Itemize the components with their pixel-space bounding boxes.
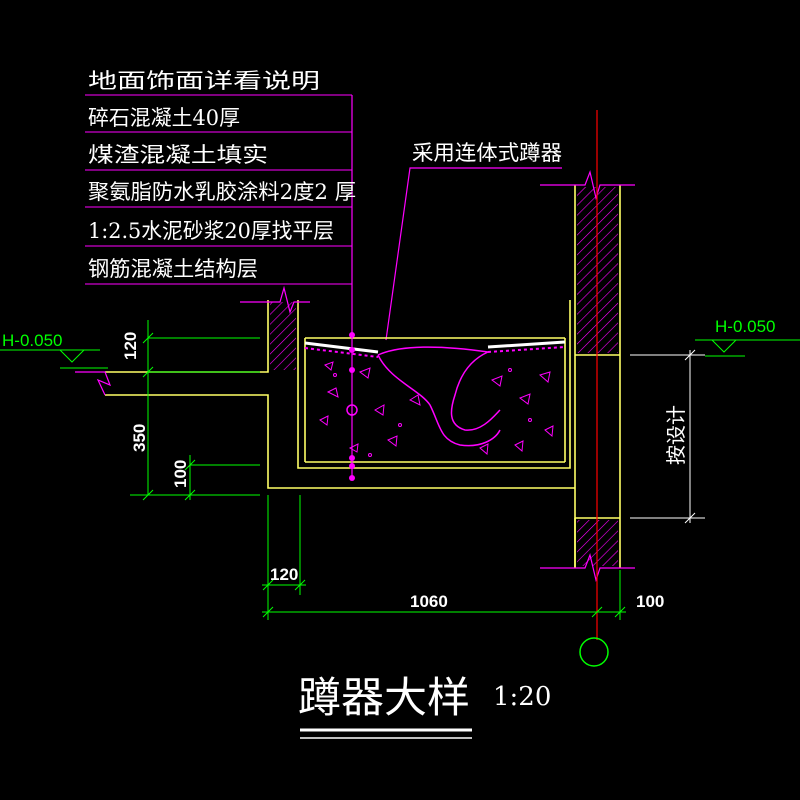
rubble-2 (358, 367, 371, 379)
tick-9 (591, 606, 603, 618)
break-lines (75, 169, 635, 583)
rubble-13 (514, 440, 524, 453)
elevation-left: H-0.050 (2, 331, 62, 350)
tick-4 (184, 459, 196, 471)
rubble-dot-4 (508, 368, 512, 372)
rubble-9 (490, 375, 503, 387)
dim-label-120-horizontal: 120 (270, 565, 298, 584)
dim-label-350: 350 (130, 424, 149, 452)
tick-7 (294, 579, 306, 591)
drawing-title-block: 蹲器大样 1:20 (298, 673, 551, 739)
tick-6 (262, 579, 274, 591)
tick-1 (142, 332, 154, 344)
rubble-8 (408, 394, 421, 406)
rubble-3 (326, 387, 339, 398)
break-line-right-top (540, 169, 635, 201)
squat-pan-rim (377, 346, 489, 356)
rubble-dot-5 (368, 453, 372, 457)
finish-left-magenta (304, 347, 379, 358)
design-tick-bottom (684, 512, 696, 524)
elev-left-marker (59, 349, 85, 363)
rubble-4 (374, 404, 385, 416)
layer-label-6: 钢筋混凝土结构层 (88, 257, 258, 281)
dim-label-1060: 1060 (410, 592, 448, 611)
tick-10 (614, 606, 626, 618)
right-design-dimension (630, 349, 705, 524)
break-line-left-slab (75, 371, 112, 396)
rubble-dot-3 (528, 418, 532, 422)
finish-left-white (304, 341, 379, 354)
rubble-12 (544, 425, 554, 438)
rubble-dot-2 (398, 423, 402, 427)
floor-finish (304, 340, 566, 358)
rubble-6 (387, 435, 398, 447)
dim-label-100-vertical: 100 (171, 460, 190, 488)
squat-pan-bowl-left (377, 354, 501, 447)
tick-3 (142, 489, 154, 501)
design-note: 按设计 (664, 405, 688, 465)
callout-leader (385, 167, 562, 341)
finish-right-magenta (487, 346, 566, 353)
rubble-5 (319, 415, 329, 426)
design-tick-top (684, 349, 696, 361)
rubble-1 (324, 361, 334, 371)
tick-2 (142, 366, 154, 378)
rubble-7 (348, 443, 359, 453)
axis-bubble (579, 637, 609, 667)
squat-pan (377, 346, 501, 447)
callout-text: 采用连体式蹲器 (412, 141, 562, 165)
rubble-fill (319, 361, 554, 457)
layer-label-table: 地面饰面详看说明 碎石混凝土40厚 煤渣混凝土填实 聚氨脂防水乳胶涂料2度2 厚… (85, 69, 356, 335)
tick-8 (262, 606, 274, 618)
rubble-10 (518, 393, 531, 405)
drawing-title: 蹲器大样 (298, 673, 470, 722)
hatch-left-wall (270, 302, 296, 370)
layer-label-3: 煤渣混凝土填实 (88, 143, 268, 167)
hatch-placeholder (270, 372, 298, 395)
break-line-right-bottom (540, 552, 635, 583)
drawing-scale: 1:20 (493, 682, 551, 712)
finish-right-white (487, 340, 566, 349)
layer-indicator-dots (346, 332, 358, 481)
elev-right-marker (711, 339, 737, 353)
layer-label-5: 1:2.5水泥砂浆20厚找平层 (88, 219, 334, 243)
squat-pan-bowl-right (450, 351, 501, 431)
layer-label-2: 碎石混凝土40厚 (88, 106, 240, 130)
dimensions (0, 320, 800, 620)
dim-label-100-horizontal: 100 (636, 592, 664, 611)
pit-outline (297, 300, 571, 469)
break-line-left-wall (240, 285, 310, 314)
tick-5 (184, 489, 196, 501)
rubble-11 (538, 371, 551, 383)
elevation-right: H-0.050 (715, 317, 775, 336)
rubble-dot-1 (333, 373, 337, 377)
concrete-structure (105, 185, 621, 568)
axis-line (579, 110, 609, 667)
rubble-14 (479, 443, 489, 456)
left-slab-bottom (105, 394, 575, 489)
dim-label-120-vertical: 120 (121, 332, 140, 360)
layer-label-4: 聚氨脂防水乳胶涂料2度2 厚 (88, 180, 356, 204)
squat-pan-callout: 采用连体式蹲器 (385, 141, 562, 341)
layer-label-1: 地面饰面详看说明 (88, 69, 320, 93)
